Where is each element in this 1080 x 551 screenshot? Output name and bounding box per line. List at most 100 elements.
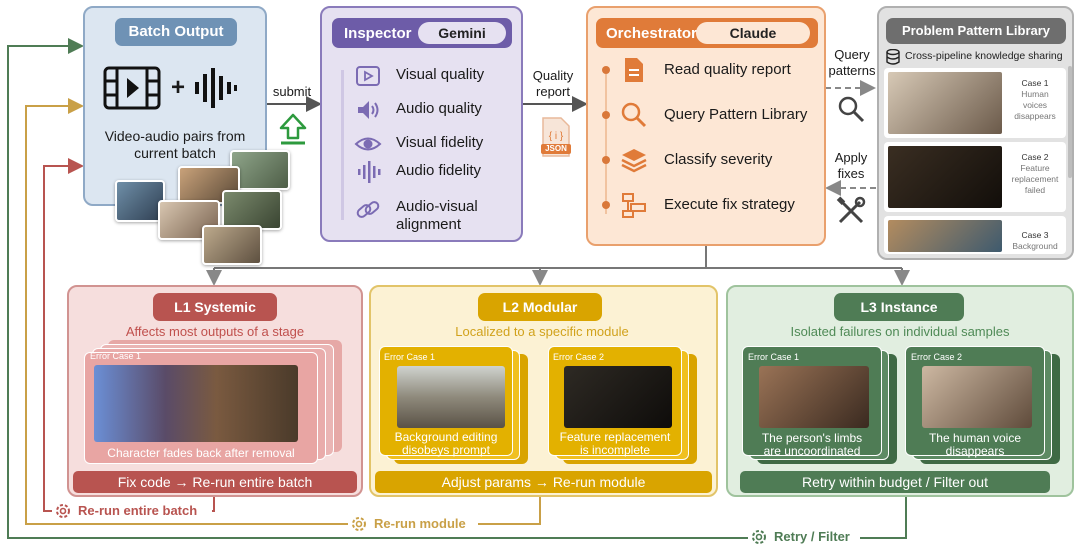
library-case-3[interactable]: Case 3 Background (884, 216, 1066, 254)
apply-fixes-line1: Apply (834, 150, 868, 165)
speaker-icon (358, 101, 379, 119)
inspector-item-label: Visual quality (396, 66, 485, 83)
query-patterns-line1: Query (834, 47, 870, 62)
inspector-timeline (341, 70, 344, 220)
orchestrator-item-label: Classify severity (664, 151, 773, 168)
case-desc: disappears (1014, 111, 1056, 121)
case-desc: failed (1024, 185, 1046, 195)
inspector-item-audio-fidelity: Audio fidelity (348, 158, 508, 188)
orchestrator-item-read-report: Read quality report (598, 54, 823, 88)
batch-thumbnail (230, 150, 290, 190)
flowchart-icon (622, 193, 646, 218)
l1-action-bar: Fix code → Re-run entire batch (73, 471, 357, 493)
submit-label: submit (272, 84, 312, 99)
pattern-library-title: Problem Pattern Library (886, 18, 1066, 44)
l1-case-caption: Character fades back after removal (107, 446, 295, 460)
inspector-item-visual-fidelity: Visual fidelity (348, 130, 508, 160)
batch-thumbnail (202, 225, 262, 265)
orchestrator-timeline (605, 74, 607, 214)
case-desc: replacement (1011, 174, 1059, 184)
timeline-dot (602, 201, 610, 209)
batch-thumbnail (158, 200, 220, 240)
json-file-icon: { i } (541, 117, 571, 157)
audio-wave-icon (195, 68, 237, 108)
timeline-dot (602, 66, 610, 74)
timeline-dot (602, 156, 610, 164)
batch-thumbnail (222, 190, 282, 230)
eye-icon (354, 137, 382, 151)
case-title: Case 3 (1021, 230, 1049, 240)
waveform-icon (358, 161, 381, 183)
orchestrator-item-classify: Classify severity (598, 144, 823, 178)
l3-case1-caption-line1: The person's limbs (761, 431, 863, 445)
orchestrator-title: Orchestrator (606, 25, 697, 42)
database-icon (886, 49, 900, 65)
l1-case-label: Error Case 1 (90, 351, 142, 361)
l1-case-image (94, 365, 298, 442)
tools-icon (836, 196, 866, 224)
batch-desc-line2: current batch (134, 145, 216, 161)
inspector-item-label-line1: Audio-visual (396, 198, 478, 215)
case-desc: Human (1021, 89, 1049, 99)
case-thumbnail (888, 72, 1002, 134)
retry-loop-line (7, 38, 907, 539)
orchestrator-item-query-library: Query Pattern Library (598, 99, 823, 133)
l3-case2-caption-line1: The human voice (928, 431, 1022, 445)
l1-subtitle: Affects most outputs of a stage (125, 324, 305, 339)
orchestrator-item-execute: Execute fix strategy (598, 189, 823, 223)
case-desc: Background (1012, 241, 1058, 251)
case-desc: voices (1022, 100, 1048, 110)
case-text: Case 2 Feature replacement failed (1006, 152, 1064, 196)
l2-case1-caption-line1: Background editing (394, 430, 498, 444)
orchestrator-model-badge: Claude (696, 22, 810, 44)
rerun-module-loop (348, 515, 478, 533)
orchestrator-item-label: Read quality report (664, 61, 791, 78)
gear-icon (752, 530, 766, 544)
case-text: Case 1 Human voices disappears (1006, 78, 1064, 122)
rerun-module-label: Re-run module (374, 516, 466, 531)
l2-case1-image (397, 366, 505, 428)
l2-case2-caption-line2: is incomplete (579, 443, 651, 457)
plus-sign: + (171, 74, 186, 101)
l3-action-bar: Retry within budget / Filter out (740, 471, 1050, 493)
l3-case2-image (922, 366, 1032, 428)
film-icon (103, 66, 161, 110)
retry-filter-label: Retry / Filter (774, 529, 850, 544)
query-patterns-line2: patterns (828, 63, 876, 78)
l2-case2-caption-line1: Feature replacement (559, 430, 671, 444)
timeline-dot (602, 111, 610, 119)
l2-case1-label: Error Case 1 (384, 352, 436, 362)
l3-case1-label: Error Case 1 (748, 352, 800, 362)
rerun-module-line (25, 98, 541, 525)
upload-icon (279, 113, 307, 145)
batch-output-title: Batch Output (115, 18, 237, 46)
rerun-batch-loop (52, 502, 212, 520)
pattern-library-subtitle: Cross-pipeline knowledge sharing (905, 50, 1063, 62)
retry-filter-loop (748, 528, 860, 546)
orchestrator-item-label: Execute fix strategy (664, 196, 795, 213)
document-icon (625, 58, 643, 82)
l1-title: L1 Systemic (153, 293, 277, 321)
l3-case1-image (759, 366, 869, 428)
rerun-batch-line (43, 158, 215, 512)
inspector-item-visual-quality: Visual quality (348, 62, 508, 92)
gear-icon (56, 504, 70, 518)
library-case-2[interactable]: Case 2 Feature replacement failed (884, 142, 1066, 212)
inspector-model-badge: Gemini (418, 22, 506, 44)
case-text: Case 3 Background (1006, 230, 1064, 252)
l2-action-bar: Adjust params → Re-run module (375, 471, 712, 493)
l3-case2-label: Error Case 2 (911, 352, 963, 362)
l3-case1-caption-line2: are uncoordinated (763, 444, 861, 458)
layers-icon (621, 149, 647, 173)
inspector-item-label-line2: alignment (396, 216, 462, 233)
svg-text:{ i }: { i } (549, 131, 564, 142)
rerun-batch-label: Re-run entire batch (78, 503, 198, 518)
inspector-title: Inspector (344, 25, 412, 42)
orchestrator-item-label: Query Pattern Library (664, 106, 808, 123)
batch-thumbnail (115, 180, 165, 222)
library-case-1[interactable]: Case 1 Human voices disappears (884, 68, 1066, 138)
library-scrollbar[interactable] (1068, 66, 1072, 178)
l2-title: L2 Modular (478, 293, 602, 321)
quality-report-label-line1: Quality (532, 68, 574, 83)
search-icon (621, 102, 647, 128)
